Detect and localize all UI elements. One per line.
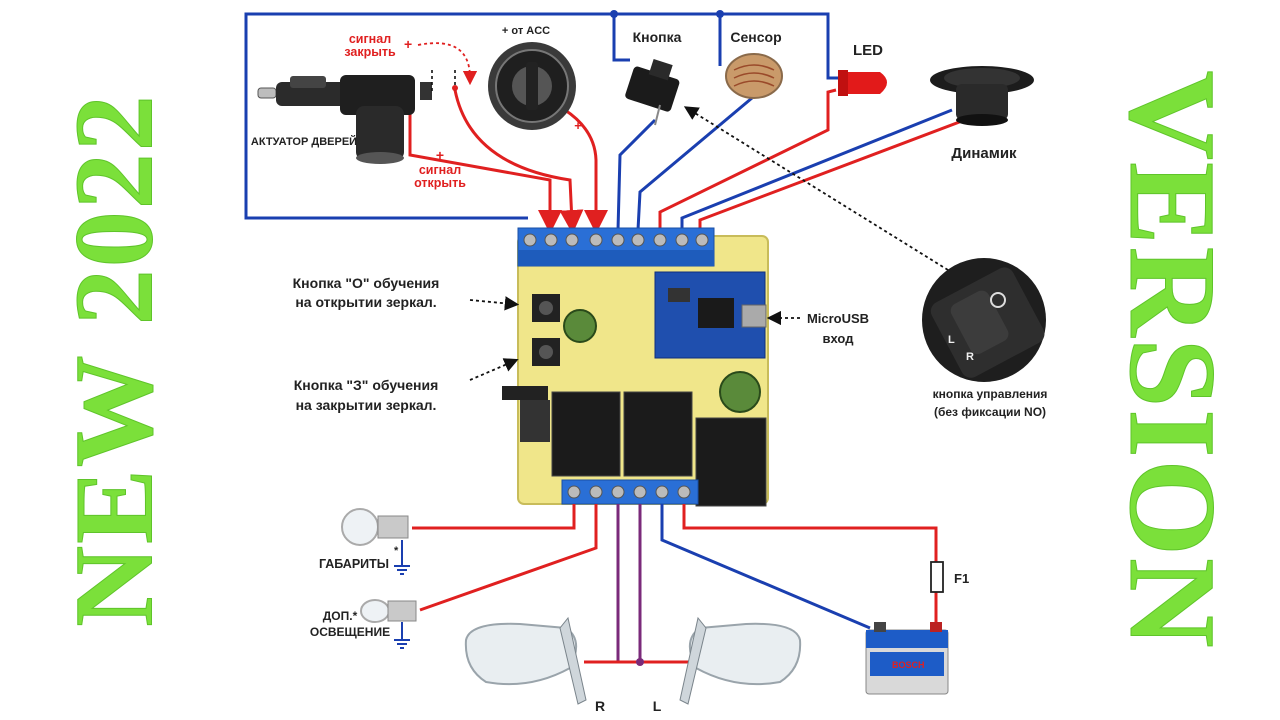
capacitors <box>563 309 761 413</box>
mp3-module <box>654 271 767 359</box>
learn-close-label-2: на закрытии зеркал. <box>296 397 437 413</box>
learn-open-label-2: на открытии зеркал. <box>295 294 436 310</box>
top-terminal-screws <box>523 233 709 247</box>
signal-open-plus: + <box>436 147 444 163</box>
signal-open-label-1: сигнал <box>419 163 461 177</box>
actuator-terminals <box>431 70 456 92</box>
fuse-label: F1 <box>954 571 969 586</box>
junction-dot <box>636 658 644 666</box>
blue-sensor-wires <box>616 96 953 231</box>
signal-close-label-2: закрыть <box>344 45 396 59</box>
light-sensor-image <box>725 53 783 99</box>
control-button-image <box>922 258 1046 382</box>
bottom-wires <box>412 504 938 664</box>
learn-open-label-1: Кнопка "О" обучения <box>293 275 440 291</box>
led-image <box>838 70 887 96</box>
junction-dot <box>610 10 618 18</box>
door-actuator <box>257 75 432 164</box>
signal-close-arrow <box>417 42 478 86</box>
door-actuator-label: АКТУАТОР ДВЕРЕЙ <box>251 135 357 148</box>
learn-close-label-1: Кнопка "З" обучения <box>294 377 439 393</box>
button-label: Кнопка <box>633 29 682 45</box>
control-button-label-2: (без фиксации NO) <box>934 405 1046 419</box>
extra-light-label-1: ДОП.* <box>323 609 358 623</box>
top-blue-loop <box>244 12 845 220</box>
learn-buttons <box>532 294 560 366</box>
bottom-terminal-block <box>561 479 699 505</box>
ignition-switch-image <box>488 42 576 130</box>
extra-light-label-2: ОСВЕЩЕНИЕ <box>310 625 390 639</box>
buzzer <box>520 400 550 442</box>
led-label: LED <box>853 42 883 59</box>
parking-bulb-image <box>341 508 409 546</box>
battery-image <box>865 622 949 695</box>
signal-close-label-1: сигнал <box>349 32 391 46</box>
extra-light-bulb-image <box>360 599 417 623</box>
signal-open-label-2: открыть <box>414 176 466 190</box>
battery-brand: BOSCH <box>892 660 925 670</box>
ground-symbol <box>394 540 410 575</box>
mirror-right-image <box>464 616 587 705</box>
parking-star: * <box>394 545 399 557</box>
terminal-dot <box>452 85 458 91</box>
speaker-label: Динамик <box>951 145 1017 162</box>
relays <box>551 391 767 507</box>
learn-open-arrow <box>469 296 520 311</box>
mirror-l-label: L <box>653 698 662 714</box>
ground-symbol-2 <box>394 622 410 649</box>
red-input-wires <box>408 89 608 234</box>
sensor-label: Сенсор <box>730 29 781 45</box>
tactile-button-image <box>625 58 680 126</box>
control-button-arrow <box>683 106 949 271</box>
signal-close-plus: + <box>404 36 412 52</box>
control-button-label-1: кнопка управления <box>933 387 1048 401</box>
voltage-regulator <box>502 386 548 400</box>
microusb-label-2: вход <box>823 331 855 346</box>
microusb-label-1: MicroUSB <box>807 311 869 326</box>
learn-close-arrow <box>469 358 519 381</box>
acc-plus-label: + <box>574 118 582 133</box>
mirror-r-label: R <box>595 698 605 714</box>
acc-label: + от ACC <box>502 25 550 37</box>
red-led-wires <box>658 88 971 230</box>
control-button-l: L <box>948 334 955 346</box>
speaker-image <box>930 66 1034 126</box>
parking-lights-label: ГАБАРИТЫ <box>319 557 389 571</box>
mirror-left-image <box>679 616 802 705</box>
fuse <box>930 561 944 593</box>
control-button-r: R <box>966 351 974 363</box>
junction-dot <box>716 10 724 18</box>
